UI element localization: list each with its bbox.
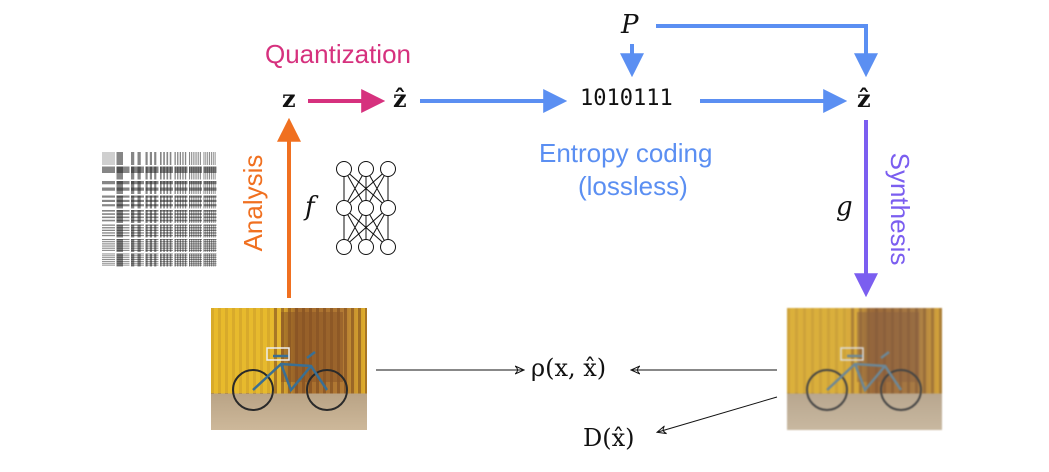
bicycle-graphic bbox=[211, 308, 348, 411]
rate-term: D(x̂) bbox=[583, 424, 635, 452]
quantized-latent-left: ẑ bbox=[393, 84, 407, 113]
synthesis-transform-g: g bbox=[836, 192, 853, 222]
lossless-label: (lossless) bbox=[578, 171, 688, 201]
analysis-label: Analysis bbox=[238, 154, 268, 252]
bitstream: 1010111 bbox=[580, 86, 673, 111]
synthesis-label: Synthesis bbox=[885, 152, 915, 266]
analysis-transform-f: f bbox=[305, 192, 315, 222]
bicycle-graphic-reconstructed bbox=[787, 308, 922, 411]
prior-to-decoder-arrow bbox=[656, 24, 878, 78]
quantization-label: Quantization bbox=[265, 39, 411, 69]
entropy-coding-label: Entropy coding bbox=[539, 138, 713, 168]
quantized-latent-right: ẑ bbox=[857, 84, 871, 113]
dct-basis-icon bbox=[102, 152, 217, 267]
prior-P: P bbox=[621, 10, 639, 40]
latent-z: z bbox=[282, 84, 296, 113]
reconstructed-image bbox=[787, 308, 942, 430]
reconstruction-to-rate-arrow bbox=[658, 396, 778, 432]
neural-network-icon bbox=[336, 161, 396, 255]
distortion-term: ρ(x, x̂) bbox=[531, 354, 607, 382]
original-image bbox=[211, 308, 367, 430]
